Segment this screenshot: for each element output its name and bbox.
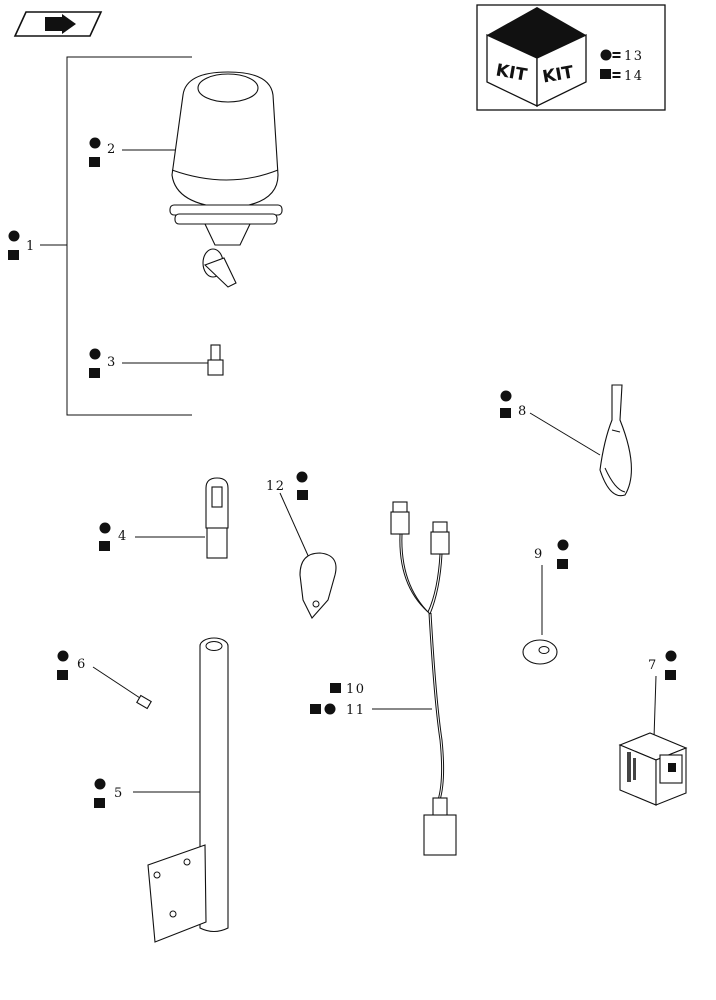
grommet — [522, 639, 558, 665]
svg-text:2: 2 — [107, 142, 117, 157]
callout-4: 4 — [99, 522, 205, 551]
callout-9: 9 — [534, 539, 569, 635]
rotating-beacon — [169, 71, 283, 288]
svg-text:12: 12 — [266, 479, 286, 494]
callout-3: 3 — [89, 348, 210, 378]
p-clip — [299, 552, 337, 619]
kit-cube-top — [487, 7, 586, 58]
mounting-post — [147, 637, 229, 943]
kit-square-symbol — [600, 69, 611, 79]
wiring-harness — [390, 501, 457, 856]
rocker-switch — [618, 732, 688, 806]
kit-box: KIT KIT 13 14 — [476, 4, 666, 111]
cable-strap — [599, 384, 632, 497]
beacon-socket — [205, 477, 229, 559]
callout-7: 7 — [648, 650, 677, 739]
callout-12: 12 — [266, 471, 311, 561]
callout-10-11: 10 11 — [310, 682, 432, 718]
svg-text:4: 4 — [118, 529, 128, 544]
svg-text:3: 3 — [107, 355, 117, 370]
kit-circle-symbol — [600, 49, 612, 61]
callout-6: 6 — [57, 650, 141, 699]
svg-text:10: 10 — [346, 682, 366, 697]
set-screw — [136, 694, 152, 710]
navigation-arrow-icon[interactable] — [13, 11, 103, 37]
svg-text:5: 5 — [114, 786, 124, 801]
mounting-pin — [207, 344, 224, 376]
callout-8: 8 — [500, 390, 601, 456]
kit-cube-right-face — [536, 33, 587, 108]
callout-5: 5 — [94, 778, 200, 808]
svg-text:9: 9 — [534, 547, 544, 562]
callout-2: 2 — [89, 137, 175, 167]
kit-circle-ref: 13 — [624, 49, 644, 64]
kit-square-ref: 14 — [624, 69, 644, 84]
svg-text:8: 8 — [518, 404, 528, 419]
svg-text:7: 7 — [648, 658, 658, 673]
svg-text:6: 6 — [77, 657, 87, 672]
svg-text:11: 11 — [346, 703, 366, 718]
callout-1: 1 — [8, 230, 36, 260]
group-bracket — [40, 56, 192, 416]
svg-text:1: 1 — [26, 239, 36, 254]
